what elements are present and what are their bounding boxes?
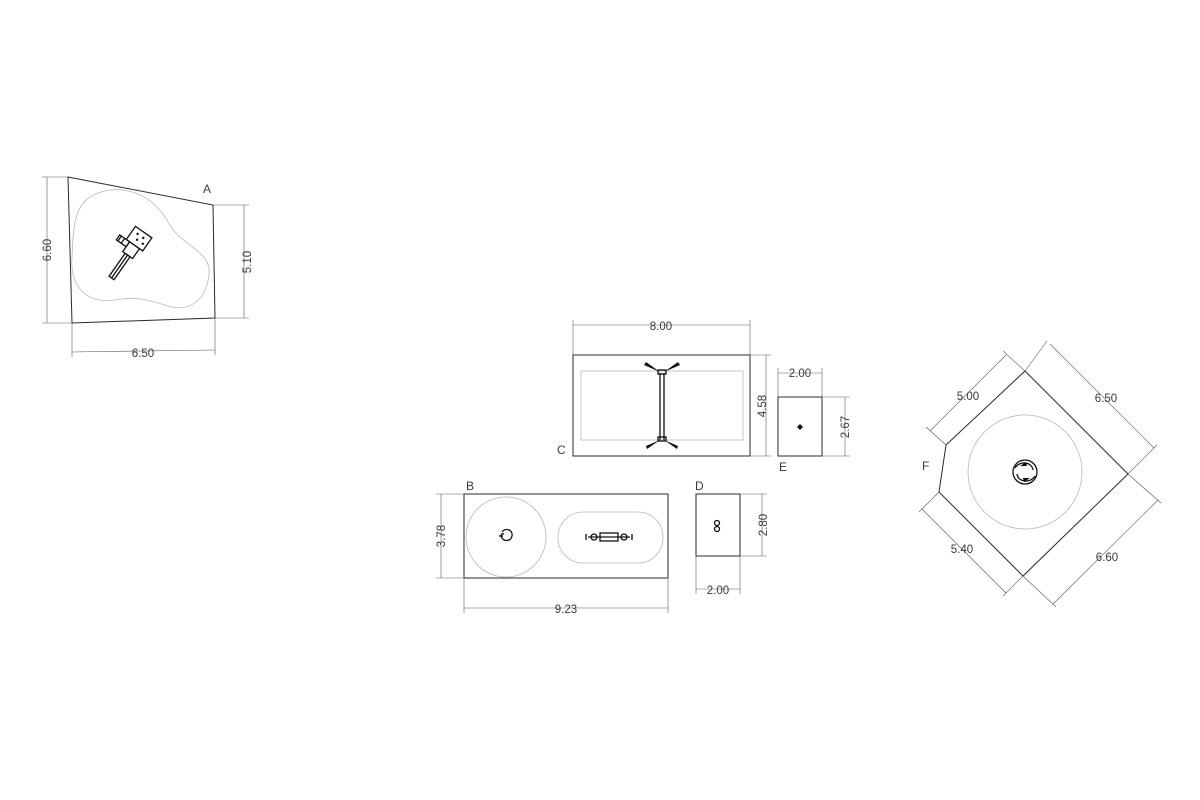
area-d-dim-right: 2.80 <box>758 514 770 536</box>
area-f-boundary <box>938 370 1129 577</box>
area-a-dim-left: 6.60 <box>42 239 54 261</box>
area-b-dim-bottom: 9.23 <box>555 604 577 616</box>
spring-rider-icon <box>797 424 803 430</box>
area-b-safety-zone-oval <box>557 511 664 564</box>
swing-equipment-icon <box>644 362 680 449</box>
area-c-label: C <box>557 443 566 457</box>
area-f-dim-top-right: 6.50 <box>1095 393 1117 405</box>
area-b-label: B <box>466 479 474 493</box>
area-b-dim-left: 3.78 <box>436 525 448 547</box>
area-d-boundary <box>695 493 741 557</box>
area-a-dim-right: 5.10 <box>242 251 254 273</box>
area-a-label: A <box>203 182 211 196</box>
area-f-safety-zone <box>967 414 1083 530</box>
area-b-safety-zone-round <box>465 496 547 578</box>
area-f: F 5.00 6.50 5.40 6.60 <box>918 340 1162 608</box>
area-e-label: E <box>779 460 787 474</box>
area-e-dim-right: 2.67 <box>840 416 852 438</box>
area-d-dim-bottom: 2.00 <box>707 585 729 597</box>
area-c: C 8.00 4.58 <box>557 320 771 457</box>
area-f-dim-top-left: 5.00 <box>957 391 979 403</box>
area-e: E 2.00 2.67 <box>777 368 852 474</box>
area-f-label: F <box>922 459 929 473</box>
spring-rocker-icon <box>713 519 721 533</box>
area-a-dim-bottom: 6.50 <box>132 348 154 360</box>
area-b-boundary <box>463 493 669 579</box>
slide-equipment-icon <box>108 225 153 281</box>
area-c-boundary <box>572 354 751 457</box>
area-c-dim-right: 4.58 <box>757 395 769 417</box>
carousel-equipment-icon <box>1012 459 1038 485</box>
area-e-boundary <box>777 396 823 457</box>
spinner-equipment-icon <box>499 528 513 542</box>
seesaw-equipment-icon <box>585 532 633 542</box>
area-a-safety-zone <box>71 189 210 308</box>
area-f-dim-bottom-left: 5.40 <box>951 544 973 556</box>
area-b: B 3.78 9.23 <box>436 479 669 616</box>
area-a: A 6.60 5.10 6.50 <box>42 176 254 360</box>
area-d: D 2.80 2.00 <box>695 479 770 597</box>
area-d-label: D <box>695 479 704 493</box>
area-c-safety-zone <box>580 370 744 441</box>
area-c-dim-top: 8.00 <box>650 321 672 333</box>
area-e-dim-top: 2.00 <box>789 368 811 380</box>
area-f-dim-bottom-right: 6.60 <box>1096 552 1118 564</box>
